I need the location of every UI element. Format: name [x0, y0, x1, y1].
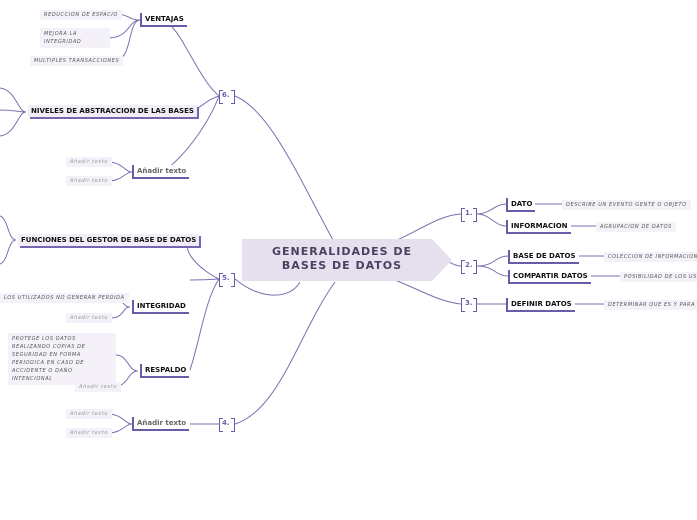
- leaf-integridad-perdida[interactable]: LOS UTILIZADOS NO GENERAN PERDIDA: [0, 293, 129, 303]
- topic-ventajas[interactable]: VENTAJAS: [140, 13, 187, 27]
- bracket-right-4: [231, 418, 235, 432]
- leaf-compartir-datos[interactable]: POSIBILIDAD DE LOS USUARIOS: [620, 272, 697, 282]
- topic-definir-datos[interactable]: DEFINIR DATOS: [506, 298, 575, 312]
- leaf-anadir-texto-4a[interactable]: Añadir texto: [66, 409, 113, 419]
- leaf-informacion[interactable]: AGRUPACION DE DATOS: [596, 222, 676, 232]
- topic-dato[interactable]: DATO: [506, 198, 536, 212]
- topic-niveles-abstraccion[interactable]: NIVELES DE ABSTRACCION DE LAS BASES: [28, 105, 197, 117]
- bracket-left-2: [461, 260, 465, 274]
- topic-anadir-texto-4[interactable]: Añadir texto: [132, 417, 190, 431]
- leaf-definir-datos[interactable]: DETERMINAR QUE ES Y PARA QUE: [604, 300, 697, 310]
- bracket-left-3: [461, 298, 465, 312]
- branch-number-2[interactable]: 2.: [465, 261, 473, 269]
- topic-base-de-datos[interactable]: BASE DE DATOS: [508, 250, 579, 264]
- topic-anadir-texto-6[interactable]: Añadir texto: [132, 165, 190, 179]
- central-title: GENERALIDADES DE BASES DE DATOS: [242, 245, 442, 273]
- bracket-left-4: [219, 418, 223, 432]
- leaf-anadir-texto-6b[interactable]: Añadir texto: [66, 176, 113, 186]
- leaf-reduccion-espacio[interactable]: REDUCCION DE ESPACIO: [40, 10, 122, 20]
- leaf-multiples-transacciones[interactable]: MULTIPLES TRANSACCIONES: [30, 56, 124, 66]
- bracket-right-1: [473, 208, 477, 222]
- leaf-dato[interactable]: DESCRIBE UN EVENTO GENTE O OBJETO: [562, 200, 691, 210]
- bracket-left-6: [219, 90, 223, 104]
- branch-number-1[interactable]: 1.: [465, 209, 473, 217]
- leaf-anadir-texto-6a[interactable]: Añadir texto: [66, 157, 113, 167]
- bracket-right-6: [231, 90, 235, 104]
- leaf-base-de-datos[interactable]: COLECCION DE INFORMACION: [604, 252, 697, 262]
- leaf-anadir-texto-4b[interactable]: Añadir texto: [66, 428, 113, 438]
- central-shape: [242, 239, 452, 281]
- branch-number-6[interactable]: 6.: [222, 91, 230, 99]
- leaf-respaldo-anadir[interactable]: Añadir texto: [75, 382, 122, 392]
- topic-compartir-datos[interactable]: COMPARTIR DATOS: [508, 270, 591, 284]
- topic-respaldo[interactable]: RESPALDO: [140, 364, 190, 378]
- bracket-right-2: [473, 260, 477, 274]
- bracket-right-5: [231, 273, 235, 287]
- bracket-left-5: [219, 273, 223, 287]
- bracket-right-3: [473, 298, 477, 312]
- topic-funciones-gestor[interactable]: FUNCIONES DEL GESTOR DE BASE DE DATOS: [18, 234, 200, 246]
- leaf-integridad-anadir[interactable]: Añadir texto: [66, 313, 113, 323]
- central-topic[interactable]: GENERALIDADES DE BASES DE DATOS: [242, 239, 452, 281]
- leaf-mejora-integridad[interactable]: MEJORA LA INTEGRIDAD: [40, 28, 110, 48]
- central-title-line1: GENERALIDADES DE: [271, 245, 413, 258]
- bracket-left-1: [461, 208, 465, 222]
- branch-number-3[interactable]: 3.: [465, 299, 473, 307]
- central-title-line2: BASES DE DATOS: [281, 259, 403, 272]
- branch-number-4[interactable]: 4.: [222, 419, 230, 427]
- branch-number-5[interactable]: 5.: [222, 274, 230, 282]
- topic-informacion[interactable]: INFORMACION: [506, 220, 571, 234]
- topic-integridad[interactable]: INTEGRIDAD: [132, 300, 189, 314]
- leaf-respaldo-protege[interactable]: PROTEGE LOS DATOS REALIZANDO COPIAS DE S…: [8, 333, 116, 385]
